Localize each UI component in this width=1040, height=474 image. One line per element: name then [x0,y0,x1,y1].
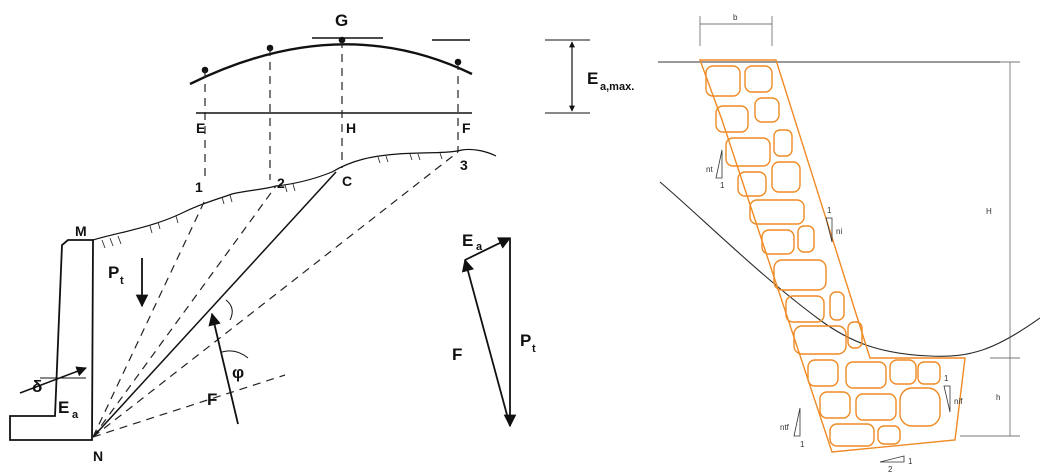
label-delta: δ [32,377,42,396]
label-n: N [93,448,103,464]
wall-outline [698,59,966,453]
label-f: F [462,120,471,136]
slope-triangle-nt [715,149,723,179]
label-nt-one: 1 [720,181,725,190]
label-e: E [196,120,205,136]
slope-triangle-ntf [793,407,801,437]
slope-triangle-nif [943,385,951,413]
label-ea-wall: E [58,398,69,417]
label-1: 1 [195,179,203,195]
phi-arc [221,350,249,359]
ea-wall-arrow [19,366,87,394]
label-3: 3 [460,157,468,173]
label-ea-max: E [587,69,598,88]
label-ea-poly-sub: a [476,241,483,253]
failure-line-3 [92,151,459,438]
label-g: G [335,11,348,30]
culmann-diagram: G E H F 1 2 C 3 M N P t [9,11,634,464]
label-pt-poly: P [520,331,531,350]
label-f-force: F [207,390,217,409]
label-b: b [733,13,738,22]
ground-hatching [101,152,443,249]
f-arrow [208,312,239,425]
label-pt-poly-sub: t [532,343,536,355]
label-ea-wall-sub: a [72,409,79,421]
label-nif-one: 1 [944,374,949,383]
label-pt-sub: t [120,275,124,287]
wall-stones [705,65,941,447]
polygon-f [461,258,511,427]
label-ntf-one: 1 [800,440,805,449]
friction-line [92,374,286,438]
label-2: 2 [277,175,285,191]
label-m: M [75,223,87,239]
right-angle-mark [225,299,233,321]
culmann-curve [189,43,473,86]
failure-line-1 [92,199,206,438]
label-h-small: h [996,393,1000,402]
label-ea-poly: E [462,231,473,250]
slope-triangle-ni [825,217,833,243]
label-h: H [346,120,356,136]
natural-ground [659,181,1040,357]
label-ea-max-sub: a,max. [600,81,634,93]
label-f-poly: F [452,345,462,364]
label-ni: ni [836,227,842,236]
failure-line-c [92,171,337,438]
label-bottom-one: 1 [908,457,913,466]
failure-line-2 [92,185,277,438]
ground-surface [92,148,497,241]
label-h-dim: H [986,207,992,216]
label-nif: nif [954,397,963,406]
label-pt: P [108,263,119,282]
stone-wall-diagram: b H h [658,13,1040,474]
label-ntf: ntf [780,423,790,432]
label-nt: nt [706,165,713,174]
slope-triangle-bottom [879,455,905,463]
label-c: C [342,173,352,189]
polygon-ea [464,237,512,261]
label-ni-one: 1 [827,206,832,215]
label-bottom-sub: 2 [888,465,893,474]
label-phi: φ [232,363,244,382]
retaining-wall [9,239,94,441]
